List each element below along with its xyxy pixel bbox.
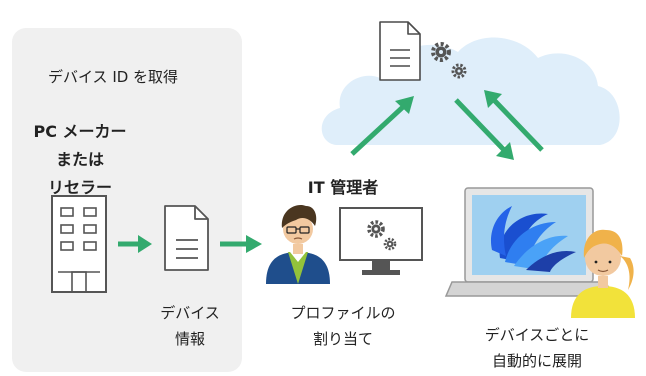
source-line-1: PC メーカー [33,122,127,141]
profile-line-2: 割り当て [312,330,373,348]
arrow-cloud-to-device [454,98,514,160]
admin-monitor-icon [339,207,423,275]
windows-bloom-wallpaper [490,206,576,272]
user-avatar [571,229,635,318]
it-admin-avatar [266,204,330,284]
cloud-document-icon [379,21,421,81]
device-info-label: デバイス 情報 [145,300,235,352]
auto-deploy-label: デバイスごとに 自動的に展開 [452,322,622,374]
device-id-panel [12,28,242,372]
profile-assignment-label: プロファイルの 割り当て [268,300,418,352]
device-info-line-2: 情報 [174,330,205,348]
deploy-line-1: デバイスごとに [484,326,590,344]
source-label: PC メーカー または リセラー [20,118,140,202]
cloud-gear-icon [431,42,467,79]
source-line-2: または [55,150,104,169]
arrow-admin-to-cloud [350,96,414,156]
arrow-document-to-admin [220,235,262,253]
device-info-document-icon [164,205,209,271]
deploy-line-2: 自動的に展開 [491,352,582,370]
profile-line-1: プロファイルの [290,304,396,322]
cloud [321,37,620,145]
building-icon [51,195,107,293]
device-id-heading: デバイス ID を取得 [48,68,179,86]
source-line-3: リセラー [47,178,112,197]
device-info-line-1: デバイス [160,304,220,322]
monitor-gear-icon [367,220,397,251]
arrow-device-to-cloud [484,90,544,152]
arrow-building-to-document [118,235,152,253]
it-admin-title: IT 管理者 [307,178,379,197]
